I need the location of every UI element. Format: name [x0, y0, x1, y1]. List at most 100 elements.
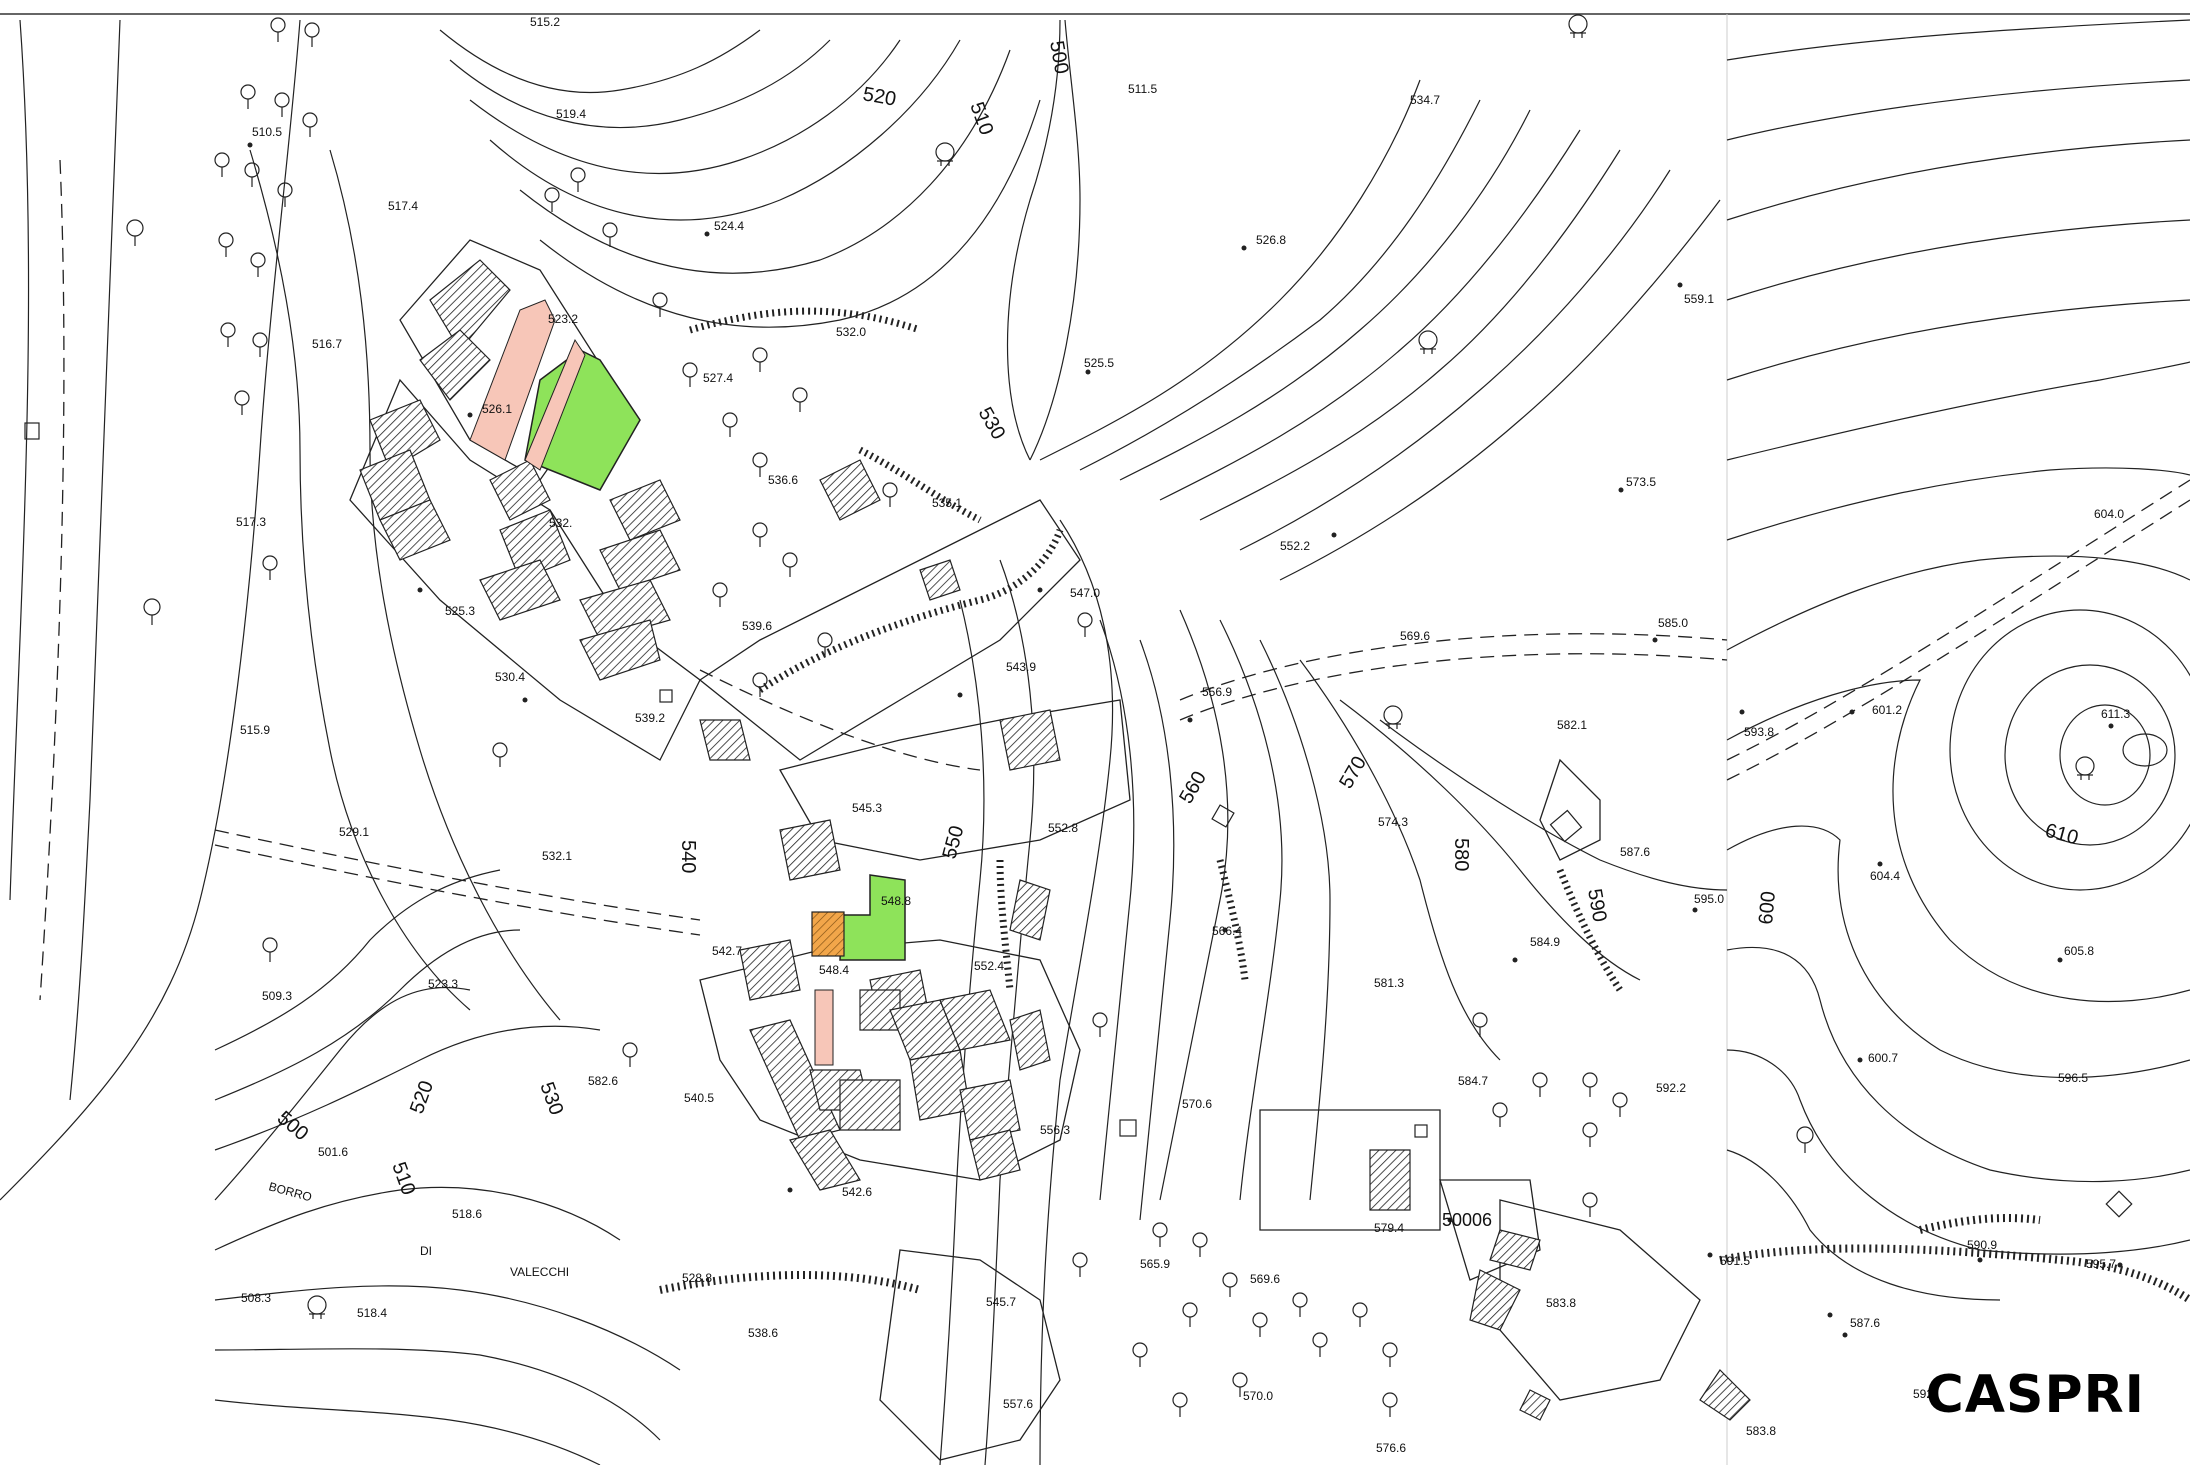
- parcel-code: 50006: [1442, 1210, 1492, 1230]
- spot-height: 552.4: [974, 959, 1004, 973]
- spot-height: 574.3: [1378, 815, 1408, 829]
- spot-height: 539.2: [635, 711, 665, 725]
- contour-label: 520: [861, 83, 898, 110]
- survey-points: [247, 142, 2123, 1338]
- spot-height: 538.6: [748, 1326, 778, 1340]
- spot-height: 583.8: [1546, 1296, 1576, 1310]
- contour-lines: [0, 19, 1728, 1465]
- spot-height: 515.2: [530, 15, 560, 29]
- contour-label: 500: [1045, 39, 1072, 76]
- spot-height: 582.6: [588, 1074, 618, 1088]
- spot-height: 535.1: [932, 496, 962, 510]
- contour-label: 500: [273, 1107, 313, 1145]
- contour-lines-east: [1726, 19, 2190, 1301]
- place-label-borro: BORRO: [267, 1179, 313, 1204]
- spot-height: 556.3: [1040, 1123, 1070, 1137]
- spot-height: 573.5: [1626, 475, 1656, 489]
- pink-parcel-north-2: [524, 338, 586, 471]
- tree-symbols: [126, 17, 1814, 1417]
- spot-height: 515.9: [240, 723, 270, 737]
- spot-height: 604.4: [1870, 869, 1900, 883]
- spot-height-labels: 515.2 519.4 520 510 500 511.5 534.7 510.…: [236, 15, 2130, 1455]
- spot-height: 565.9: [1140, 1257, 1170, 1271]
- spot-height: 530.4: [495, 670, 525, 684]
- spot-height: 540.5: [684, 1091, 714, 1105]
- spot-height: 584.9: [1530, 935, 1560, 949]
- spot-height: 523.3: [428, 977, 458, 991]
- contour-label: 580: [1450, 838, 1472, 871]
- spot-height: 510.5: [252, 125, 282, 139]
- spot-height: 584.7: [1458, 1074, 1488, 1088]
- contour-label: 590: [1583, 887, 1610, 924]
- spot-height: 581.3: [1374, 976, 1404, 990]
- spot-height: 509.3: [262, 989, 292, 1003]
- spot-height: 552.8: [1048, 821, 1078, 835]
- spot-height: 517.3: [236, 515, 266, 529]
- spot-height: 542.6: [842, 1185, 872, 1199]
- spot-height: 543.9: [1006, 660, 1036, 674]
- contour-label: 530: [535, 1079, 567, 1118]
- spot-height: 593.8: [1744, 725, 1774, 739]
- contour-label: 570: [1335, 753, 1371, 793]
- spot-height: 556.9: [1202, 685, 1232, 699]
- spot-height: 532.1: [542, 849, 572, 863]
- contour-label: 560: [1175, 768, 1211, 808]
- spot-height: 590.9: [1967, 1238, 1997, 1252]
- spot-height: 600.7: [1868, 1051, 1898, 1065]
- spot-height: 548.4: [819, 963, 849, 977]
- misc-symbols: [24, 14, 2133, 1319]
- spot-height: 548.8: [881, 894, 911, 908]
- spot-height: 595.7: [2086, 1257, 2116, 1271]
- spot-height: 528.8: [682, 1271, 712, 1285]
- spot-height: 587.6: [1620, 845, 1650, 859]
- spot-height: 570.0: [1243, 1389, 1273, 1403]
- spot-height: 569.6: [1250, 1272, 1280, 1286]
- pink-parcel-south: [814, 989, 834, 1066]
- spot-height: 524.4: [714, 219, 744, 233]
- spot-height: 536.6: [768, 473, 798, 487]
- spot-height: 559.1: [1684, 292, 1714, 306]
- spot-height: 585.0: [1658, 616, 1688, 630]
- spot-height: 605.8: [2064, 944, 2094, 958]
- spot-height: 516.7: [312, 337, 342, 351]
- spot-height: 545.3: [852, 801, 882, 815]
- spot-height: 547.0: [1070, 586, 1100, 600]
- spot-height: 519.4: [556, 107, 586, 121]
- contour-label: 550: [939, 823, 969, 861]
- spot-height: 526.1: [482, 402, 512, 416]
- spot-height: 552.2: [1280, 539, 1310, 553]
- place-label-di: DI: [420, 1244, 432, 1258]
- spot-height: 529.1: [339, 825, 369, 839]
- spot-height: 511.5: [1128, 82, 1157, 96]
- spot-height: 596.5: [2058, 1071, 2088, 1085]
- contour-label: 540: [677, 840, 699, 873]
- spot-height: 525.5: [1084, 356, 1114, 370]
- contour-label: 530: [974, 404, 1010, 444]
- spot-height: 518.4: [357, 1306, 387, 1320]
- spot-height: 591.5: [1720, 1254, 1750, 1268]
- escarpments: [659, 307, 2190, 1304]
- spot-height: 518.6: [452, 1207, 482, 1221]
- spot-height: 566.4: [1212, 924, 1242, 938]
- spot-height: 611.3: [2101, 707, 2130, 721]
- spot-height: 532.0: [836, 325, 866, 339]
- spot-height: 592.2: [1656, 1081, 1686, 1095]
- spot-height: 576.6: [1376, 1441, 1406, 1455]
- spot-height: 604.0: [2094, 507, 2124, 521]
- spot-height: 595.0: [1694, 892, 1724, 906]
- contour-label: 600: [1755, 890, 1780, 925]
- spot-height: 542.7: [712, 944, 742, 958]
- spot-height: 557.6: [1003, 1397, 1033, 1411]
- orange-parcel: [811, 911, 845, 957]
- highlighted-parcels: [469, 299, 906, 1066]
- contour-label: 510: [387, 1159, 419, 1198]
- spot-height: 517.4: [388, 199, 418, 213]
- spot-height: 525.3: [445, 604, 475, 618]
- buildings: [359, 259, 1751, 1421]
- spot-height: 579.4: [1374, 1221, 1404, 1235]
- contour-label: 610: [2043, 820, 2081, 850]
- spot-height: 545.7: [986, 1295, 1016, 1309]
- spot-height: 523.2: [548, 312, 578, 326]
- contour-label: 520: [406, 1078, 438, 1117]
